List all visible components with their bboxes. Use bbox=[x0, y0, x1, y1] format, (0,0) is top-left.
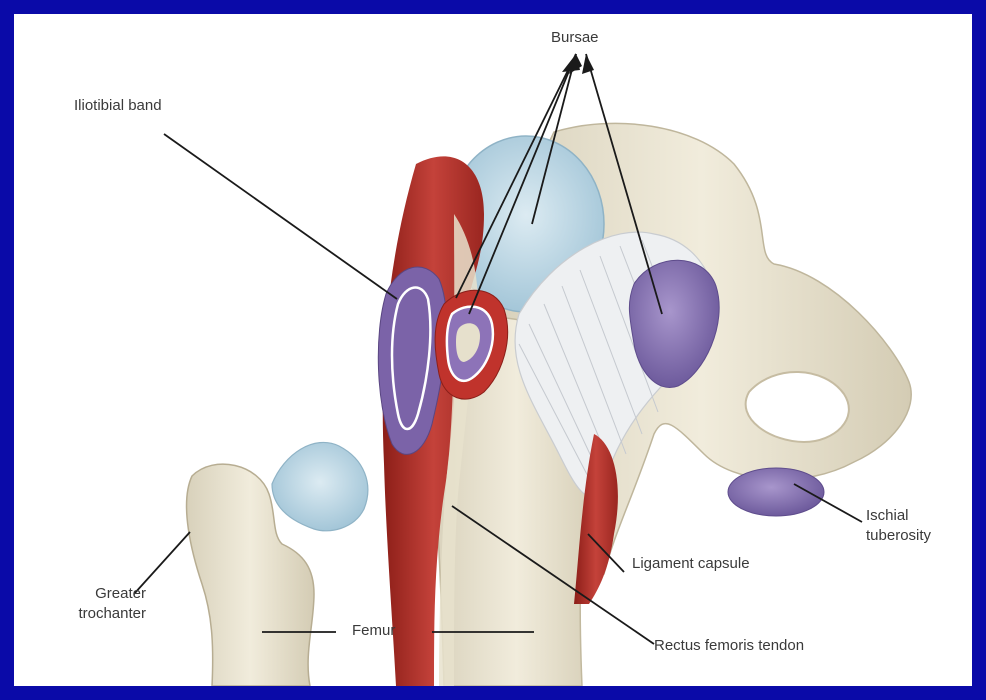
iliotibial-band-leader bbox=[164, 134, 397, 299]
label-greater-trochanter: Greater trochanter bbox=[36, 584, 146, 624]
bursae-arrowheads bbox=[562, 54, 594, 74]
greater-trochanter-femur bbox=[187, 442, 368, 686]
label-bursae: Bursae bbox=[551, 28, 599, 48]
label-greater-trochanter-line1: Greater bbox=[36, 584, 146, 604]
label-greater-trochanter-line2: trochanter bbox=[36, 604, 146, 624]
label-iliotibial-band: Iliotibial band bbox=[74, 96, 162, 116]
label-ischial-tuberosity-line2: tuberosity bbox=[866, 526, 966, 546]
label-ligament-capsule: Ligament capsule bbox=[632, 554, 750, 574]
diagram-panel: Bursae Iliotibial band Greater trochante… bbox=[14, 14, 972, 686]
label-ischial-tuberosity-line1: Ischial bbox=[866, 506, 966, 526]
label-rectus-femoris-tendon: Rectus femoris tendon bbox=[654, 636, 804, 656]
label-ischial-tuberosity: Ischial tuberosity bbox=[866, 506, 966, 546]
label-femur: Femur bbox=[352, 621, 395, 641]
